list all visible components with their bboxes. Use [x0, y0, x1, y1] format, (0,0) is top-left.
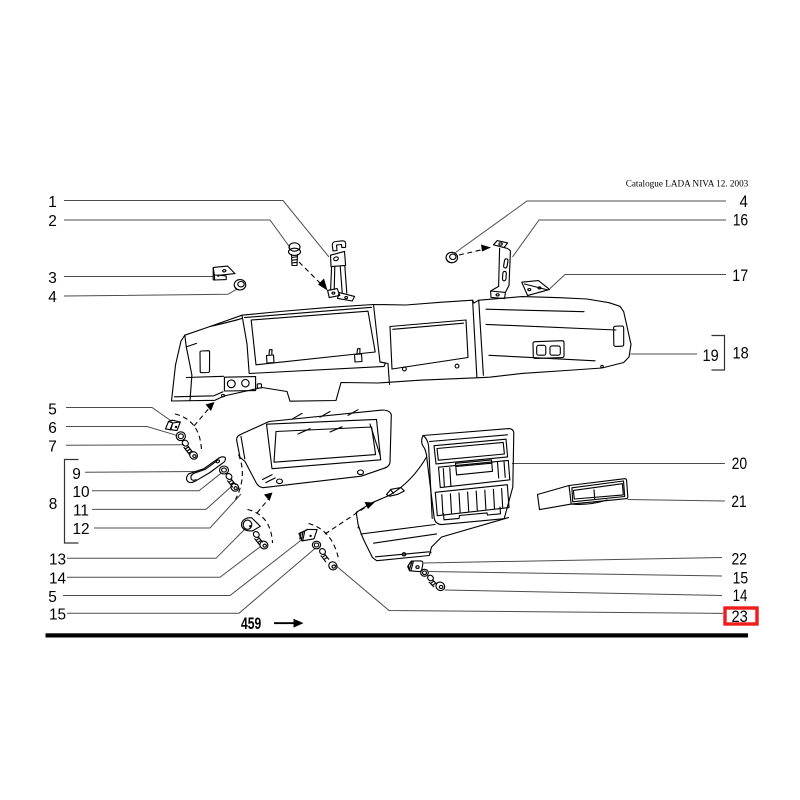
svg-text:6: 6	[48, 420, 57, 437]
svg-text:14: 14	[49, 571, 67, 588]
svg-text:23: 23	[732, 607, 748, 626]
svg-text:Catalogue LADA NIVA 12. 2003: Catalogue LADA NIVA 12. 2003	[626, 179, 749, 189]
svg-text:5: 5	[48, 589, 57, 606]
svg-text:13: 13	[49, 552, 66, 569]
svg-text:2: 2	[48, 213, 57, 230]
svg-text:12: 12	[72, 521, 89, 538]
svg-text:15: 15	[49, 607, 66, 624]
svg-text:14: 14	[733, 586, 748, 605]
svg-text:22: 22	[732, 550, 748, 569]
svg-text:7: 7	[48, 439, 57, 456]
svg-text:4: 4	[740, 192, 748, 211]
svg-text:5: 5	[48, 402, 57, 419]
svg-text:459: 459	[241, 615, 261, 633]
svg-text:21: 21	[731, 492, 747, 511]
svg-text:9: 9	[72, 466, 81, 483]
svg-text:15: 15	[733, 569, 749, 588]
svg-text:11: 11	[73, 503, 89, 520]
svg-text:3: 3	[48, 270, 57, 287]
svg-text:1: 1	[48, 194, 57, 211]
svg-text:16: 16	[733, 211, 749, 230]
svg-text:18: 18	[733, 344, 749, 363]
svg-text:19: 19	[703, 346, 719, 365]
svg-text:20: 20	[732, 454, 748, 473]
svg-text:10: 10	[72, 484, 89, 501]
svg-text:8: 8	[49, 496, 58, 513]
svg-text:17: 17	[732, 266, 748, 285]
svg-text:4: 4	[48, 289, 57, 306]
